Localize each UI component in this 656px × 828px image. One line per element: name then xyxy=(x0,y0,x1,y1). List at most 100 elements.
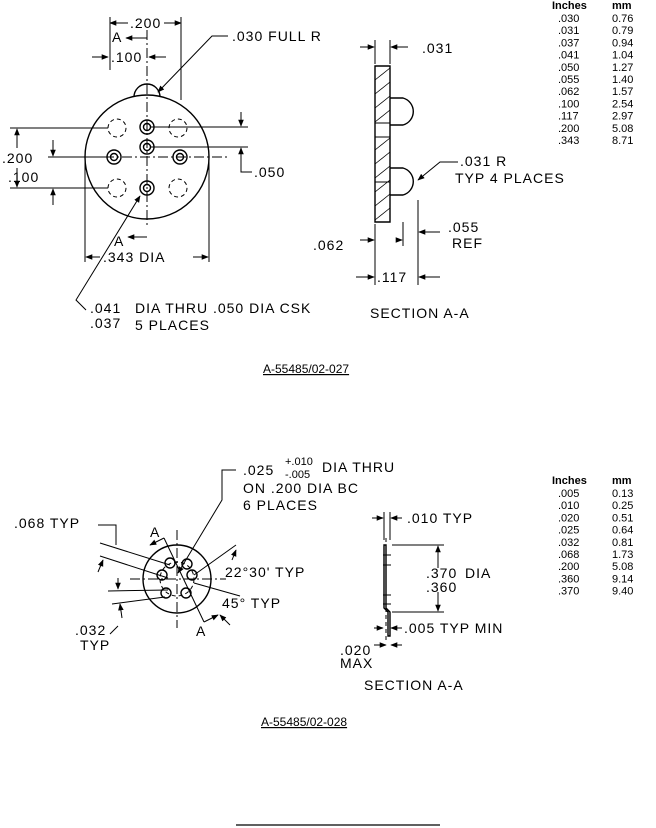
table-cell-mm: 8.71 xyxy=(612,135,633,147)
table-cell-inches: .360 xyxy=(558,573,579,585)
hole-tol-minus: -.005 xyxy=(285,469,310,481)
dim-angle-45: 45° TYP xyxy=(222,595,281,611)
hole-tol-plus: +.010 xyxy=(285,456,313,468)
table-cell-mm: 0.64 xyxy=(612,525,633,537)
hole-note-037: .037 xyxy=(90,315,121,331)
section-mark-bottom: A xyxy=(114,233,124,249)
hole-note-bc: ON .200 DIA BC xyxy=(243,480,359,496)
table-cell-inches: .050 xyxy=(558,62,579,74)
section-dim-ref: REF xyxy=(452,235,483,251)
table-cell-inches: .370 xyxy=(558,586,579,598)
table-cell-inches: .041 xyxy=(558,50,579,62)
section-dim-117: .117 xyxy=(377,269,407,285)
table-cell-inches: .025 xyxy=(558,525,579,537)
section-hatching xyxy=(374,67,391,221)
dimple-upper xyxy=(390,97,414,126)
section-dim-typ4: TYP 4 PLACES xyxy=(455,170,565,186)
section-title: SECTION A-A xyxy=(364,677,464,693)
section-dim-005: .005 TYP MIN xyxy=(404,620,503,636)
table-header-mm: mm xyxy=(612,0,632,12)
table-cell-mm: 0.13 xyxy=(612,488,633,500)
hole-note-dia-thru: DIA THRU .050 DIA CSK xyxy=(135,300,311,316)
hole-note-places: 6 PLACES xyxy=(243,497,318,513)
table-cell-inches: .062 xyxy=(558,86,579,98)
dim-100-left: .100 xyxy=(8,169,39,185)
table-cell-inches: .068 xyxy=(558,549,579,561)
section-dim-062: .062 xyxy=(313,237,344,253)
figure1-conversion-table: Inches mm .030 0.76 .031 0.79 .037 0.94 .041 1.… xyxy=(552,0,633,147)
dim-032-typ: TYP xyxy=(80,637,110,653)
table-cell-mm: 0.94 xyxy=(612,37,633,49)
hidden-dimple xyxy=(107,118,127,138)
section-dim-010: .010 TYP xyxy=(407,510,473,526)
figure-caption: A-55485/02-028 xyxy=(261,715,347,729)
table-cell-mm: 5.08 xyxy=(612,561,633,573)
hole-note-places: 5 PLACES xyxy=(135,317,210,333)
table-cell-mm: 9.40 xyxy=(612,586,633,598)
section-mark-top: A xyxy=(112,29,122,45)
table-cell-mm: 0.51 xyxy=(612,512,633,524)
dim-100-top: .100 xyxy=(111,49,142,65)
table-cell-inches: .031 xyxy=(558,25,579,37)
hole-note-025: .025 xyxy=(243,462,274,478)
figure1-section-view: .031 .031 R TYP 4 PLACES .055 REF .062 .… xyxy=(313,40,565,321)
dimple-lower xyxy=(390,167,414,196)
hidden-dimple xyxy=(168,118,188,138)
section-dim-031r: .031 R xyxy=(460,153,507,169)
hole xyxy=(156,569,168,581)
dim-343-dia: .343 DIA xyxy=(103,249,165,265)
section-dim-370: .370 xyxy=(426,565,457,581)
section-dim-max: MAX xyxy=(340,655,373,671)
figure-caption: A-55485/02-027 xyxy=(263,362,349,376)
hole-solid xyxy=(172,149,188,165)
dim-030-full-r: .030 FULL R xyxy=(232,28,322,44)
table-cell-inches: .010 xyxy=(558,500,579,512)
table-cell-mm: 1.40 xyxy=(612,74,633,86)
section-dim-031: .031 xyxy=(422,40,453,56)
section-mark-top: A xyxy=(150,524,160,540)
table-cell-mm: 1.73 xyxy=(612,549,633,561)
dim-068-typ: .068 TYP xyxy=(14,515,80,531)
table-header-inches: Inches xyxy=(552,0,587,12)
table-cell-inches: .037 xyxy=(558,37,579,49)
table-cell-inches: .005 xyxy=(558,488,579,500)
section-dim-360: .360 xyxy=(426,579,457,595)
section-dim-dia: DIA xyxy=(465,565,491,581)
table-cell-mm: 0.76 xyxy=(612,13,633,25)
hole xyxy=(186,569,198,581)
dim-050: .050 xyxy=(254,164,285,180)
table-cell-inches: .117 xyxy=(558,111,579,123)
section-dim-020: .020 xyxy=(340,642,371,658)
table-cell-inches: .032 xyxy=(558,537,579,549)
table-cell-mm: 2.97 xyxy=(612,111,633,123)
figure2-plan-view: A A .025 +.010 -.005 DIA THRU ON .200 DI… xyxy=(14,456,395,653)
table-cell-inches: .030 xyxy=(558,13,579,25)
figure1-plan-view: .200 A .100 .030 FULL R .200 .100 .050 A xyxy=(2,15,322,333)
hole-note-041: .041 xyxy=(90,300,121,316)
figure2-section-view: .010 TYP .370 DIA .360 .005 TYP MIN .020… xyxy=(340,510,503,693)
dim-200-top: .200 xyxy=(130,15,161,31)
table-cell-inches: .200 xyxy=(558,123,579,135)
table-cell-mm: 0.25 xyxy=(612,500,633,512)
dim-angle-2230: 22°30' TYP xyxy=(225,564,305,580)
hole xyxy=(160,587,172,599)
table-cell-mm: 1.27 xyxy=(612,62,633,74)
dim-032: .032 xyxy=(75,622,106,638)
table-cell-mm: 5.08 xyxy=(612,123,633,135)
section-title: SECTION A-A xyxy=(370,305,470,321)
table-header-inches: Inches xyxy=(552,475,587,487)
table-cell-mm: 2.54 xyxy=(612,98,633,110)
section-dim-055: .055 xyxy=(448,219,479,235)
section-body xyxy=(374,65,391,223)
section-body xyxy=(383,544,391,637)
table-cell-mm: 9.14 xyxy=(612,573,633,585)
hidden-dimple xyxy=(107,178,127,198)
hidden-dimple xyxy=(168,178,188,198)
hole-note-dia-thru: DIA THRU xyxy=(322,459,395,475)
table-cell-inches: .200 xyxy=(558,561,579,573)
dim-200-left: .200 xyxy=(2,150,33,166)
table-cell-inches: .020 xyxy=(558,512,579,524)
table-cell-mm: 0.79 xyxy=(612,25,633,37)
table-cell-inches: .343 xyxy=(558,135,579,147)
